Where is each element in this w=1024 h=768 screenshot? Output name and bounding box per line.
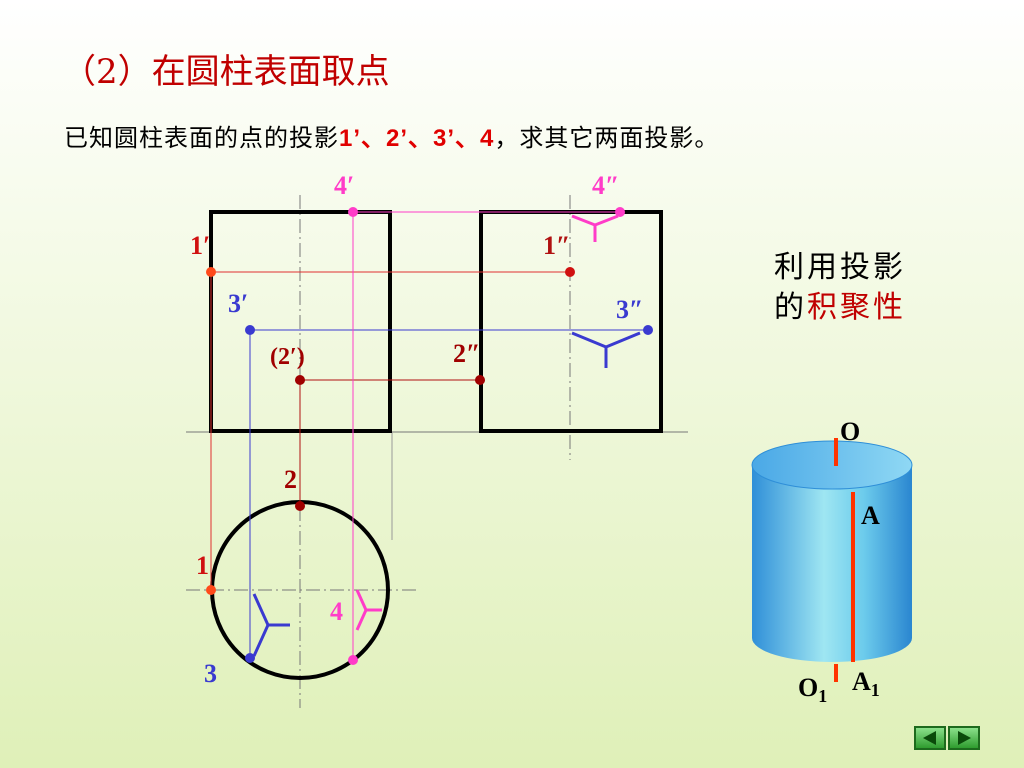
problem-statement: 已知圆柱表面的点的投影1’、2’、3’、4，求其它两面投影。 — [64, 118, 719, 153]
point2-side-dot — [475, 375, 485, 385]
next-slide-button[interactable] — [948, 726, 980, 750]
note-highlight: 积聚性 — [807, 290, 906, 325]
point3-side-dot — [643, 325, 653, 335]
point3-front-dot — [245, 325, 255, 335]
projection-points — [206, 207, 653, 665]
label-o1-main: O — [798, 673, 818, 702]
point4-front-dot — [348, 207, 358, 217]
label-a-top: A — [861, 501, 880, 530]
label-o1: O1 — [798, 673, 827, 706]
slide-navigation — [914, 726, 982, 750]
slide-title: （2）在圆柱表面取点 — [62, 52, 390, 92]
label-4-top: 4 — [330, 597, 343, 626]
label-4-front: 4′ — [334, 171, 354, 200]
projection-lines — [210, 211, 648, 660]
note-line2: 的积聚性 — [774, 288, 906, 328]
label-1-side: 1″ — [543, 231, 570, 260]
label-2-front: (2′) — [270, 344, 305, 370]
cylinder-illustration: O A O1 A1 — [751, 417, 913, 706]
cylinder-body — [752, 465, 912, 662]
label-o1-sub: 1 — [818, 686, 827, 706]
point3-side-marker — [571, 331, 641, 368]
label-4-side: 4″ — [592, 171, 619, 200]
label-2-side: 2″ — [453, 339, 480, 368]
point3-top-dot — [245, 653, 255, 663]
point1-top-dot — [206, 585, 216, 595]
label-a1: A1 — [852, 667, 880, 700]
label-1-top: 1 — [196, 551, 209, 580]
point2-front-dot — [295, 375, 305, 385]
problem-text: 已知圆柱表面的点的投影 — [64, 124, 339, 152]
point2-top-dot — [295, 501, 305, 511]
label-a1-main: A — [852, 667, 871, 696]
point1-front-dot — [206, 267, 216, 277]
point3-top-marker — [252, 593, 290, 657]
note-line1: 利用投影 — [774, 250, 906, 285]
label-1-front: 1′ — [190, 231, 210, 260]
label-3-top: 3 — [204, 659, 217, 688]
triangle-right-icon — [958, 731, 971, 745]
problem-tail: ，求其它两面投影。 — [494, 124, 720, 152]
problem-points: 1’、2’、3’、4 — [339, 125, 495, 152]
point4-side-dot — [615, 207, 625, 217]
label-a1-sub: 1 — [871, 680, 880, 700]
label-3-front: 3′ — [228, 289, 248, 318]
point1-side-dot — [565, 267, 575, 277]
triangle-left-icon — [923, 731, 936, 745]
point4-side-marker — [571, 214, 619, 242]
prev-slide-button[interactable] — [914, 726, 946, 750]
label-2-top: 2 — [284, 465, 297, 494]
point4-top-dot — [348, 655, 358, 665]
note-line2-prefix: 的 — [774, 290, 807, 325]
label-3-side: 3″ — [616, 295, 643, 324]
point4-top-marker — [355, 589, 382, 631]
label-o-top: O — [840, 417, 860, 446]
cylinder-top-face — [751, 440, 913, 490]
method-note: 利用投影 的积聚性 — [774, 248, 906, 328]
visibility-markers — [252, 214, 641, 657]
